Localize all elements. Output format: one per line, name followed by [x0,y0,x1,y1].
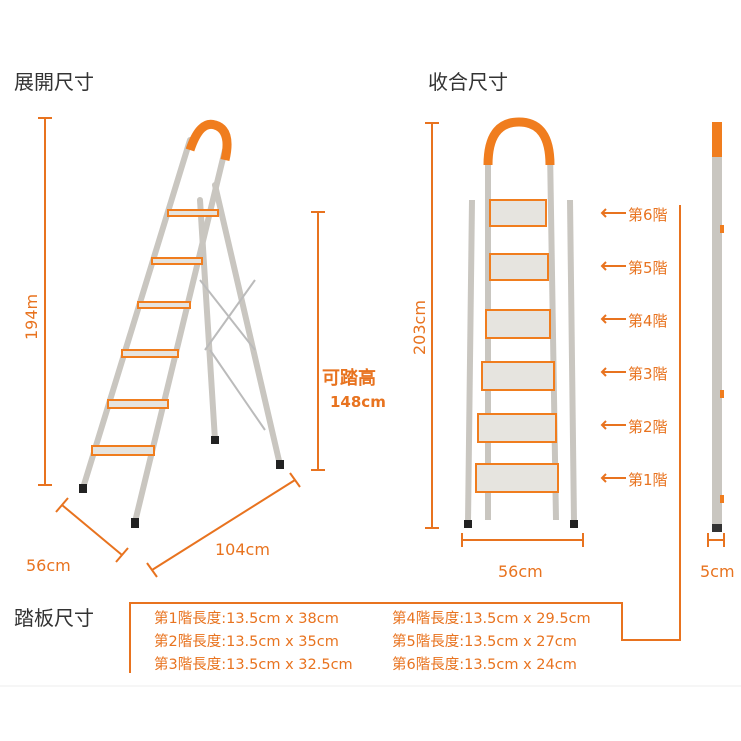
side-view-ladder [712,122,724,532]
folded-thickness-label: 5cm [700,562,735,581]
folded-height-label: 203cm [410,300,429,355]
step-spec: 第4階長度:13.5cm x 29.5cm [392,611,591,627]
expanded-size-heading: 展開尺寸 [14,70,94,94]
expanded-ladder [79,119,284,528]
step-spec: 第2階長度:13.5cm x 35cm [154,634,339,650]
expanded-depth-label: 56cm [26,556,71,575]
expanded-height-label: 194m [22,293,41,340]
step-spec: 第6階長度:13.5cm x 24cm [392,657,577,673]
expanded-length-label: 104cm [215,540,270,559]
reach-height-value: 148cm [330,393,386,411]
step-spec: 第1階長度:13.5cm x 38cm [154,611,339,627]
folded-size-heading: 收合尺寸 [428,70,508,94]
step-label: 第2階 [628,418,668,436]
step-label: 第5階 [628,259,668,277]
step-size-heading: 踏板尺寸 [14,606,94,630]
step-spec-list-left: 第1階長度:13.5cm x 38cm 第2階長度:13.5cm x 35cm … [154,608,353,677]
step-label: 第3階 [628,365,668,383]
step-label: 第6階 [628,206,668,224]
step-label: 第4階 [628,312,668,330]
reach-height-label: 可踏高 [322,368,376,389]
step-spec-list-right: 第4階長度:13.5cm x 29.5cm 第5階長度:13.5cm x 27c… [392,608,591,677]
step-spec: 第3階長度:13.5cm x 32.5cm [154,657,353,673]
folded-ladder [464,117,578,528]
folded-width-label: 56cm [498,562,543,581]
step-arrows [600,208,626,483]
dimension-lines [38,117,725,673]
step-label: 第1階 [628,471,668,489]
step-spec: 第5階長度:13.5cm x 27cm [392,634,577,650]
